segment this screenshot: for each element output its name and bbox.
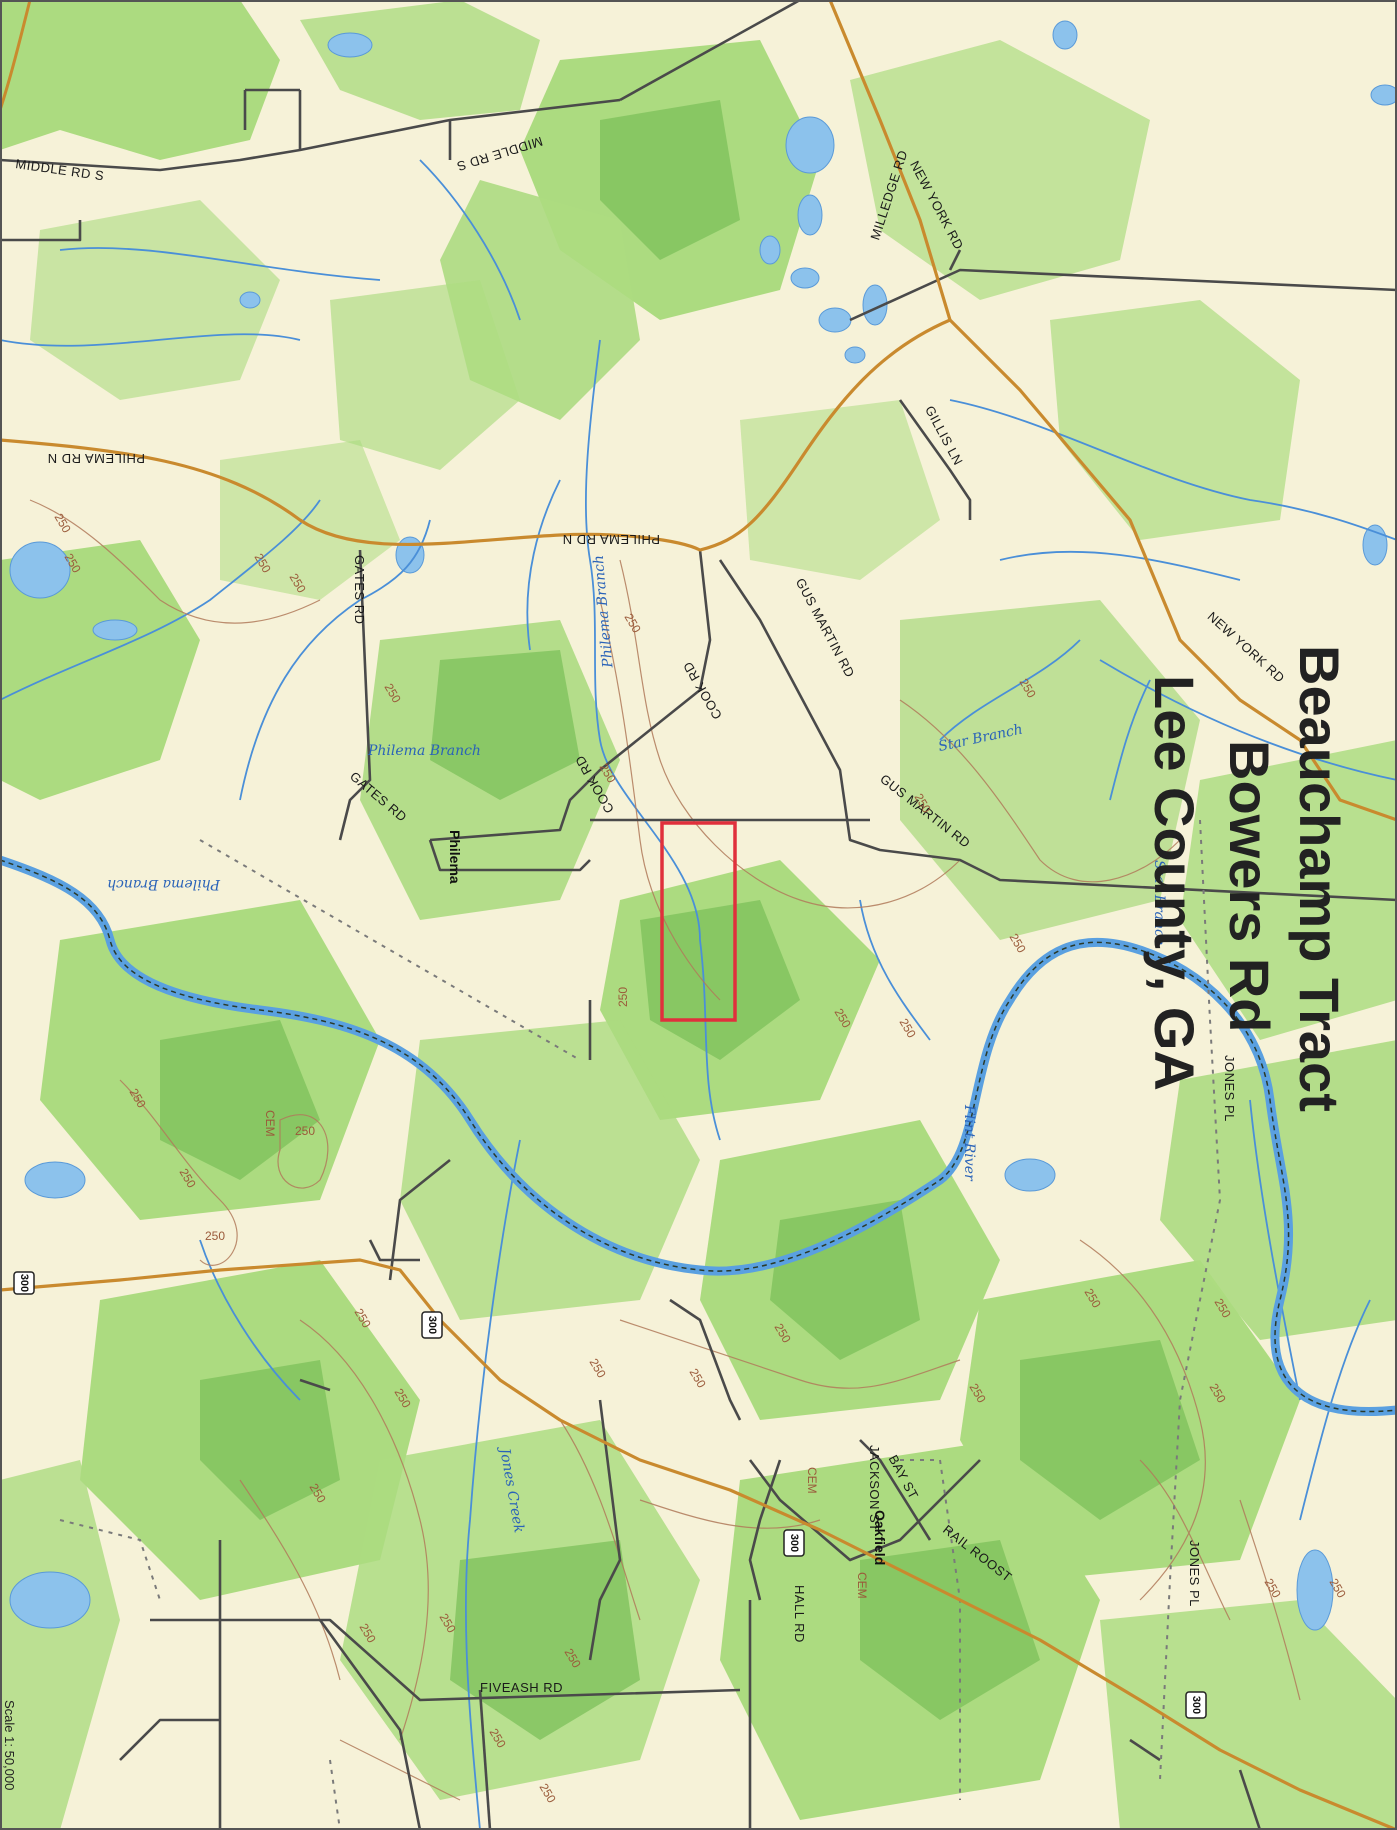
map-title: Beauchamp Tract Bowers Rd Lee County, GA bbox=[1143, 645, 1351, 1112]
title-line-2: Bowers Rd bbox=[1218, 740, 1281, 1033]
map-scale: Scale 1: 50,000 bbox=[2, 1700, 17, 1790]
svg-text:300: 300 bbox=[1190, 1696, 1202, 1714]
label-philema-branch-middle: Philema Branch bbox=[367, 743, 481, 759]
label-philema-rd-n-west: PHILEMA RD N bbox=[47, 451, 145, 466]
label-jones-pl-south: JONES PL bbox=[1187, 1540, 1202, 1607]
highway-shield-west: 300 bbox=[13, 1271, 35, 1295]
label-hall-rd: HALL RD bbox=[792, 1585, 807, 1643]
label-cem-east: CEM bbox=[855, 1572, 869, 1599]
contour-labels: 250 250 250 250 250 250 250 250 250 250 … bbox=[52, 511, 1349, 1806]
svg-text:250: 250 bbox=[616, 987, 630, 1007]
label-jones-pl-north: JONES PL bbox=[1222, 1055, 1237, 1122]
svg-text:300: 300 bbox=[426, 1316, 438, 1334]
label-gates-rd-north: GATES RD bbox=[352, 555, 367, 625]
title-line-1: Beauchamp Tract bbox=[1288, 645, 1351, 1112]
trails bbox=[59, 819, 1222, 1830]
label-philema-rd-n-east: PHILEMA RD N bbox=[562, 532, 660, 547]
title-line-3: Lee County, GA bbox=[1143, 675, 1206, 1091]
dense-woodland-areas bbox=[160, 100, 1200, 1740]
flint-river bbox=[0, 855, 1397, 1416]
label-oakfield: Oakfield bbox=[872, 1510, 888, 1565]
label-fiveash-rd: FIVEASH RD bbox=[480, 1680, 563, 1695]
svg-text:250: 250 bbox=[295, 1124, 315, 1138]
highway-shield-center: 300 bbox=[421, 1311, 443, 1339]
label-cem-west: CEM bbox=[263, 1110, 277, 1137]
label-philema-branch-west: Philema Branch bbox=[107, 876, 221, 892]
label-philema: Philema bbox=[447, 830, 463, 884]
label-cem-oakfield: CEM bbox=[805, 1467, 819, 1494]
svg-text:300: 300 bbox=[18, 1274, 30, 1292]
water-bodies bbox=[9, 20, 1397, 1631]
subject-parcel-outline[interactable] bbox=[660, 821, 737, 1022]
svg-text:250: 250 bbox=[205, 1229, 225, 1243]
contour-lines bbox=[29, 499, 1301, 1801]
highway-shield-east: 300 bbox=[1185, 1691, 1207, 1719]
label-star-branch-south: Star Branch bbox=[1151, 860, 1167, 946]
label-flint-river: Flint River bbox=[961, 1104, 977, 1182]
streams bbox=[0, 159, 1397, 1830]
place-labels: Philema Oakfield CEM CEM CEM bbox=[263, 830, 888, 1599]
label-jackson-st: JACKSON ST bbox=[867, 1445, 882, 1532]
highway-shield-oakfield: 300 bbox=[783, 1529, 805, 1557]
svg-text:300: 300 bbox=[788, 1534, 800, 1552]
